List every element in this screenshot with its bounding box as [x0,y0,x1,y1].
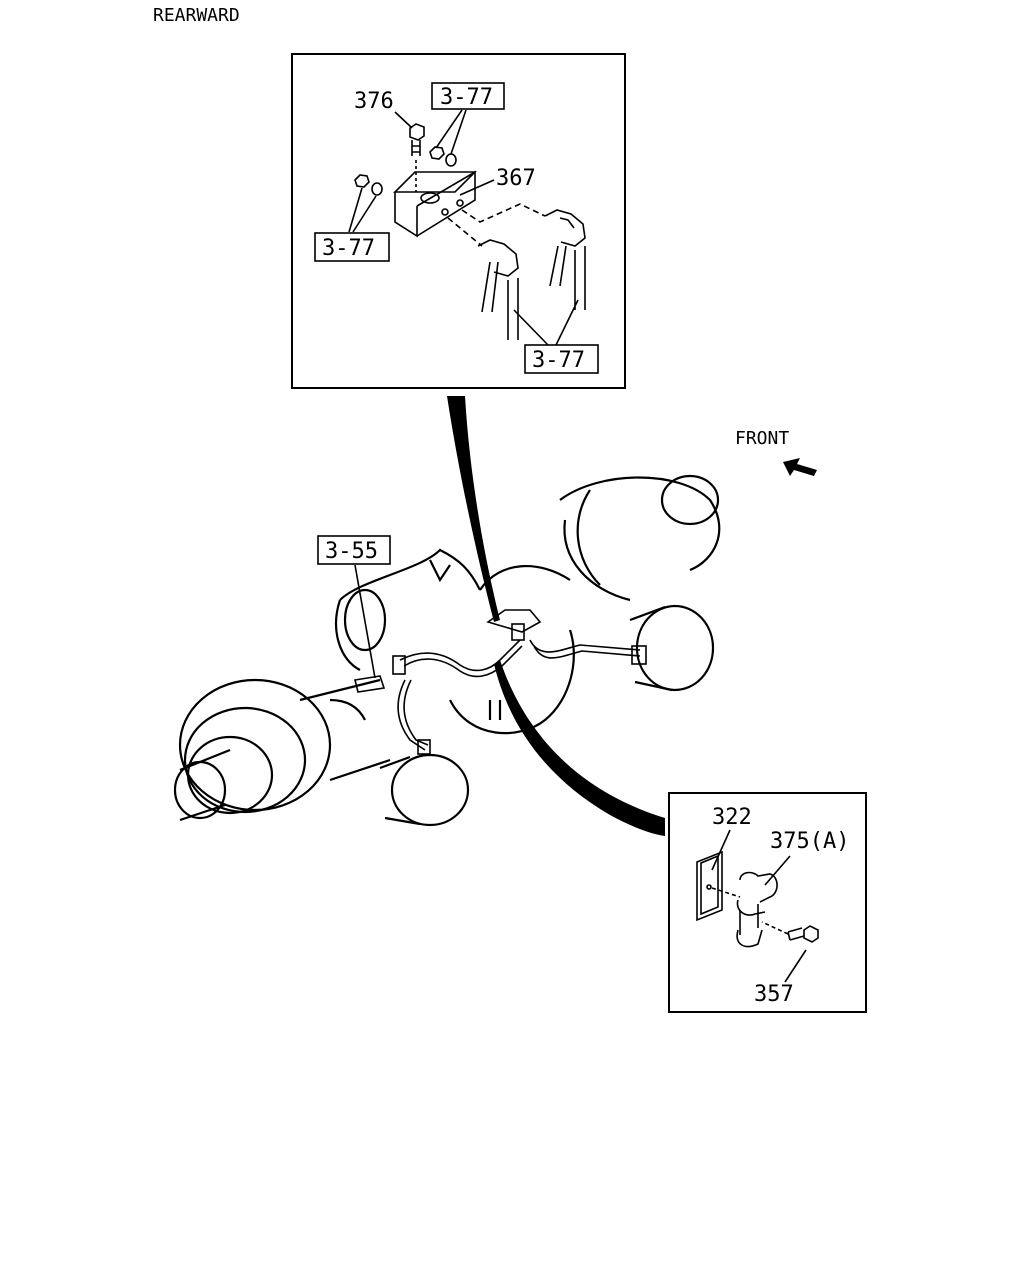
callout-357: 357 [754,982,794,1007]
ref-3-77-left: 3-77 [322,236,375,261]
axle-assembly [173,474,721,827]
clip-detail-panel: 322 375(A) 357 [668,792,867,1013]
callout-322: 322 [712,805,752,830]
front-label: FRONT [735,428,789,449]
clip-detail-frame [668,792,867,1013]
bracket-367-drawing [393,170,477,238]
bolt-357-drawing [761,921,819,943]
ref-box-3-55 [317,535,391,565]
hose-fitting-right [544,209,586,310]
callout-376: 376 [354,89,394,114]
hose-fitting-left [477,239,519,340]
callout-367: 367 [496,166,536,191]
top-detail-panel: 376 3-77 3-77 367 [291,53,626,389]
ref-3-55: 3-55 [325,539,378,564]
front-arrow-icon [783,458,817,476]
ref-3-77-bottom: 3-77 [532,348,585,373]
rearward-label: REARWARD [153,5,240,26]
ref-box-2 [314,232,390,262]
leader-bottom [494,660,665,836]
nut-washer-left [354,174,383,196]
plate-322-drawing [696,850,741,922]
clip-375a-drawing [736,871,778,948]
leader-top [447,396,500,622]
callout-375a: 375(A) [770,829,849,854]
top-detail-frame [291,53,626,389]
ref-box-3 [524,344,599,374]
ref-box-1 [431,82,505,110]
ref-3-77-top: 3-77 [440,85,493,110]
bolt-376-drawing [409,123,425,192]
